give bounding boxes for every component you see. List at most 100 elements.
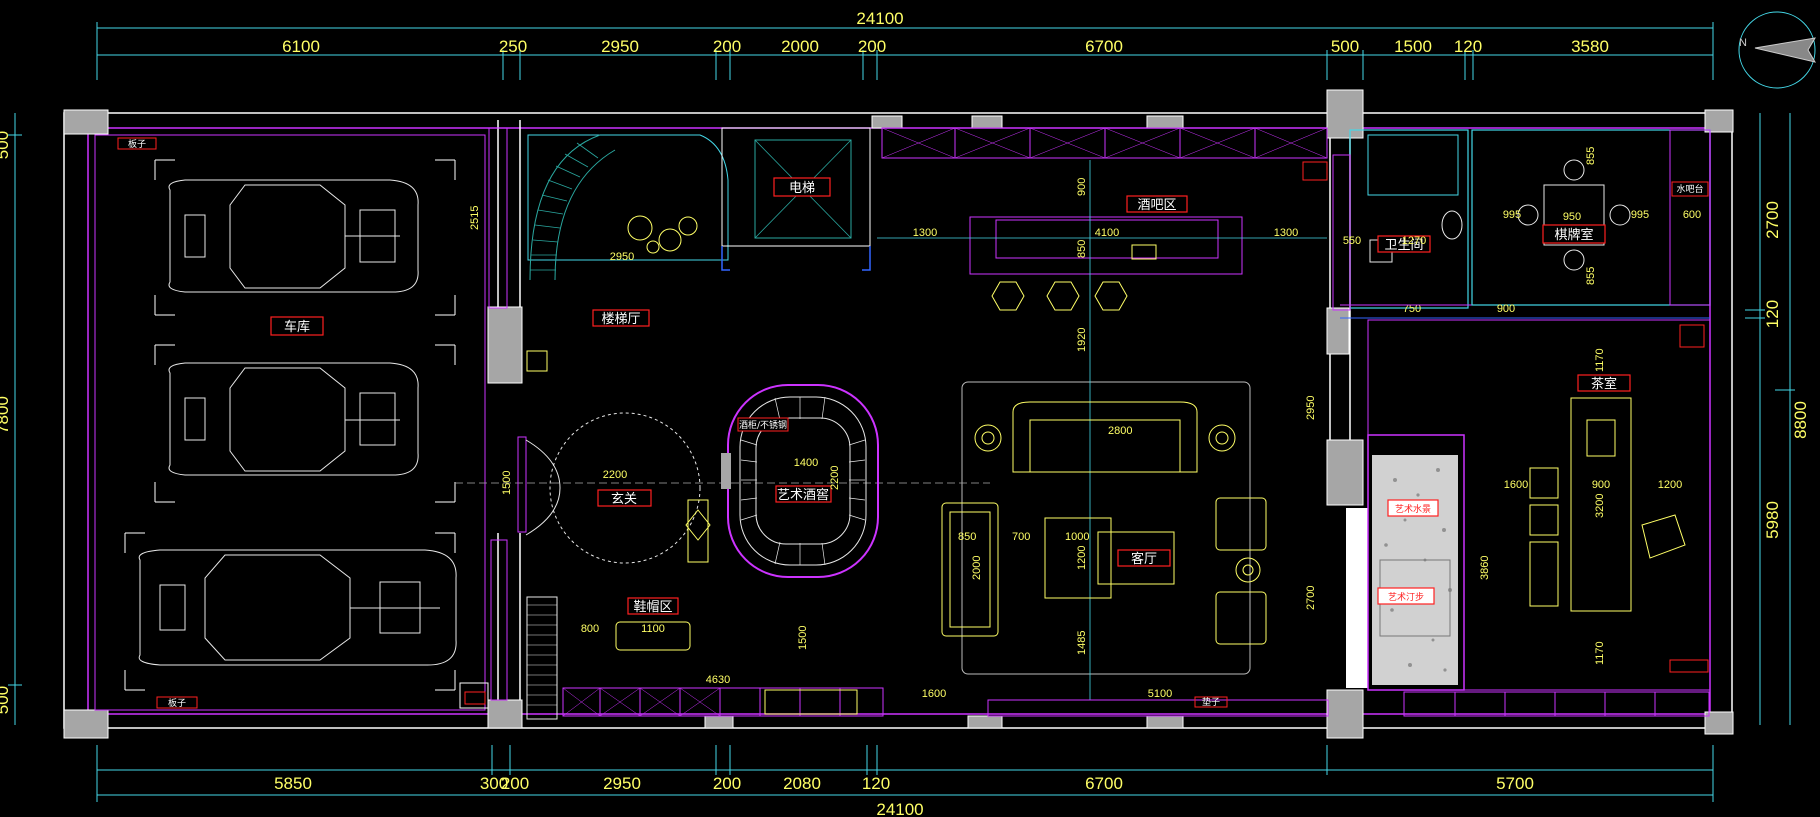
- dim-right-1: 120: [1763, 300, 1782, 328]
- dim-table-h: 1200: [1076, 546, 1088, 570]
- chandelier-icon: [627, 215, 698, 254]
- dim-entrance-w: 2200: [603, 469, 627, 481]
- art-water-feature: 艺术水景 艺术汀步 3860 2950 2700: [1305, 396, 1491, 691]
- dim-corr-1500: 1500: [797, 626, 809, 650]
- right-dimension-lines: [1745, 113, 1795, 725]
- sofa-icon: [941, 401, 1267, 645]
- bottom-dimension-lines: [96, 745, 1714, 802]
- bar-area: 酒吧区 4100 1300 1300 850 900: [877, 127, 1328, 311]
- dim-corr-1485: 1485: [1076, 631, 1088, 655]
- dim-living-gap: 1920: [1076, 328, 1088, 352]
- dim-left-0: 500: [0, 131, 12, 159]
- dim-top-10: 3580: [1571, 37, 1609, 56]
- dim-top-3: 200: [713, 37, 741, 56]
- dim-bath-side: 550: [1343, 235, 1361, 247]
- dim-shoe-w: 1100: [641, 623, 665, 635]
- dim-wine-h: 2200: [829, 466, 841, 490]
- dim-bottom-6: 120: [862, 774, 890, 793]
- dim-stair: 2950: [610, 251, 634, 263]
- dim-chess-r: 995: [1631, 209, 1649, 221]
- tea-room: 茶室 900 1600 1200 3200 1170 1170: [1367, 319, 1711, 691]
- dim-chess-l: 995: [1503, 209, 1521, 221]
- dim-corr-900: 900: [1497, 303, 1515, 315]
- svg-text:N: N: [1739, 37, 1747, 49]
- water-tag: 水吧台: [1676, 183, 1703, 195]
- dim-tea-l: 1600: [1504, 479, 1528, 491]
- room-label-bathroom: 卫生间: [1384, 238, 1423, 253]
- dim-bar-width: 4100: [1095, 227, 1119, 239]
- dim-top-9: 120: [1454, 37, 1482, 56]
- dim-bottom-2: 200: [501, 774, 529, 793]
- dim-top-0: 6100: [282, 37, 320, 56]
- dim-bath-d: 750: [1403, 303, 1421, 315]
- garage-room: 板子 板子 车库: [94, 134, 486, 711]
- dim-top-6: 6700: [1085, 37, 1123, 56]
- art-wine-cellar: 酒柜/不锈钢 艺术酒窖 1400 2200: [721, 384, 879, 578]
- dim-tea-h: 3200: [1594, 494, 1606, 518]
- room-label-entrance: 玄关: [611, 492, 637, 507]
- dim-bar-left: 1300: [913, 227, 937, 239]
- dim-entrance-gap: 1500: [501, 471, 513, 495]
- dim-bottom-5: 2080: [783, 774, 821, 793]
- dim-chess-w: 950: [1563, 211, 1581, 223]
- dim-corr-2700: 2700: [1305, 586, 1317, 610]
- room-label-elevator: 电梯: [789, 181, 815, 196]
- tea-table-icon: [1529, 397, 1686, 612]
- dim-bottom-1: 300: [480, 774, 508, 793]
- dim-tea-bottom: 1170: [1594, 641, 1606, 665]
- structural-columns: [63, 89, 1734, 739]
- dim-right-2: 8800: [1791, 401, 1810, 439]
- dim-chess-side: 600: [1683, 209, 1701, 221]
- wine-tag: 酒柜/不锈钢: [739, 419, 787, 431]
- dim-bottom-0: 5850: [274, 774, 312, 793]
- shoe-area: 鞋帽区 1100 800 4630 1500: [526, 596, 809, 720]
- car-icon: [168, 362, 419, 476]
- dim-right-3: 5980: [1763, 501, 1782, 539]
- garage-tag-bottom: 板子: [168, 697, 186, 709]
- dim-bottom-total: 24100: [876, 800, 923, 817]
- pad-tag: 垫子: [1202, 696, 1220, 708]
- dim-gap-700: 700: [1012, 531, 1030, 543]
- bottom-cabinets: [562, 687, 1710, 717]
- dim-corr-3860: 3860: [1479, 556, 1491, 580]
- dim-corr-2950: 2950: [1305, 396, 1317, 420]
- car-icon: [168, 179, 419, 293]
- dim-top-2: 2950: [601, 37, 639, 56]
- dim-tea-top: 1170: [1594, 348, 1606, 372]
- dim-seat-depth: 2000: [971, 556, 983, 580]
- bathroom: 卫生间 1270 750 550: [1302, 129, 1710, 319]
- dim-living-sofa: 2800: [1108, 425, 1132, 437]
- dim-bar-right: 1300: [1274, 227, 1298, 239]
- car-icon: [138, 549, 457, 666]
- dim-top-total: 24100: [856, 9, 903, 28]
- garage-tag-top: 板子: [128, 138, 146, 150]
- dim-bar-top: 900: [1076, 178, 1088, 196]
- left-dimension-lines: [8, 113, 22, 725]
- top-dimension-lines: [96, 22, 1714, 80]
- dim-lower-w: 4630: [706, 674, 730, 686]
- dim-shoe-left: 800: [581, 623, 599, 635]
- dim-bottom-4: 200: [713, 774, 741, 793]
- dim-tea-r: 1200: [1658, 479, 1682, 491]
- room-label-art-water: 艺术水景: [1395, 503, 1431, 515]
- dim-chess-top: 855: [1585, 147, 1597, 165]
- dim-wine-w: 1400: [794, 457, 818, 469]
- dim-bar-depth: 850: [1076, 240, 1088, 258]
- dim-top-1: 250: [499, 37, 527, 56]
- outer-walls: [63, 112, 1733, 729]
- room-label-garage: 车库: [284, 319, 310, 335]
- dim-lower-long: 5100: [1148, 688, 1172, 700]
- plant-icon: [685, 499, 711, 563]
- living-room: 客厅 1920 2800 850 700 1000 1200 2000 1485: [455, 160, 1267, 700]
- dim-stair-side: 2515: [469, 206, 481, 230]
- chess-room: 水吧台 棋牌室 950 995 995 600 855 855 900: [1471, 129, 1711, 315]
- dim-bottom-7: 6700: [1085, 774, 1123, 793]
- dim-left-2: 500: [0, 686, 12, 714]
- dim-bottom-8: 5700: [1496, 774, 1534, 793]
- dim-bottom-3: 2950: [603, 774, 641, 793]
- room-label-living: 客厅: [1131, 551, 1157, 567]
- room-label-chess-room: 棋牌室: [1554, 227, 1593, 243]
- dim-left-1: 7800: [0, 396, 12, 434]
- dim-lower-right: 1600: [922, 688, 946, 700]
